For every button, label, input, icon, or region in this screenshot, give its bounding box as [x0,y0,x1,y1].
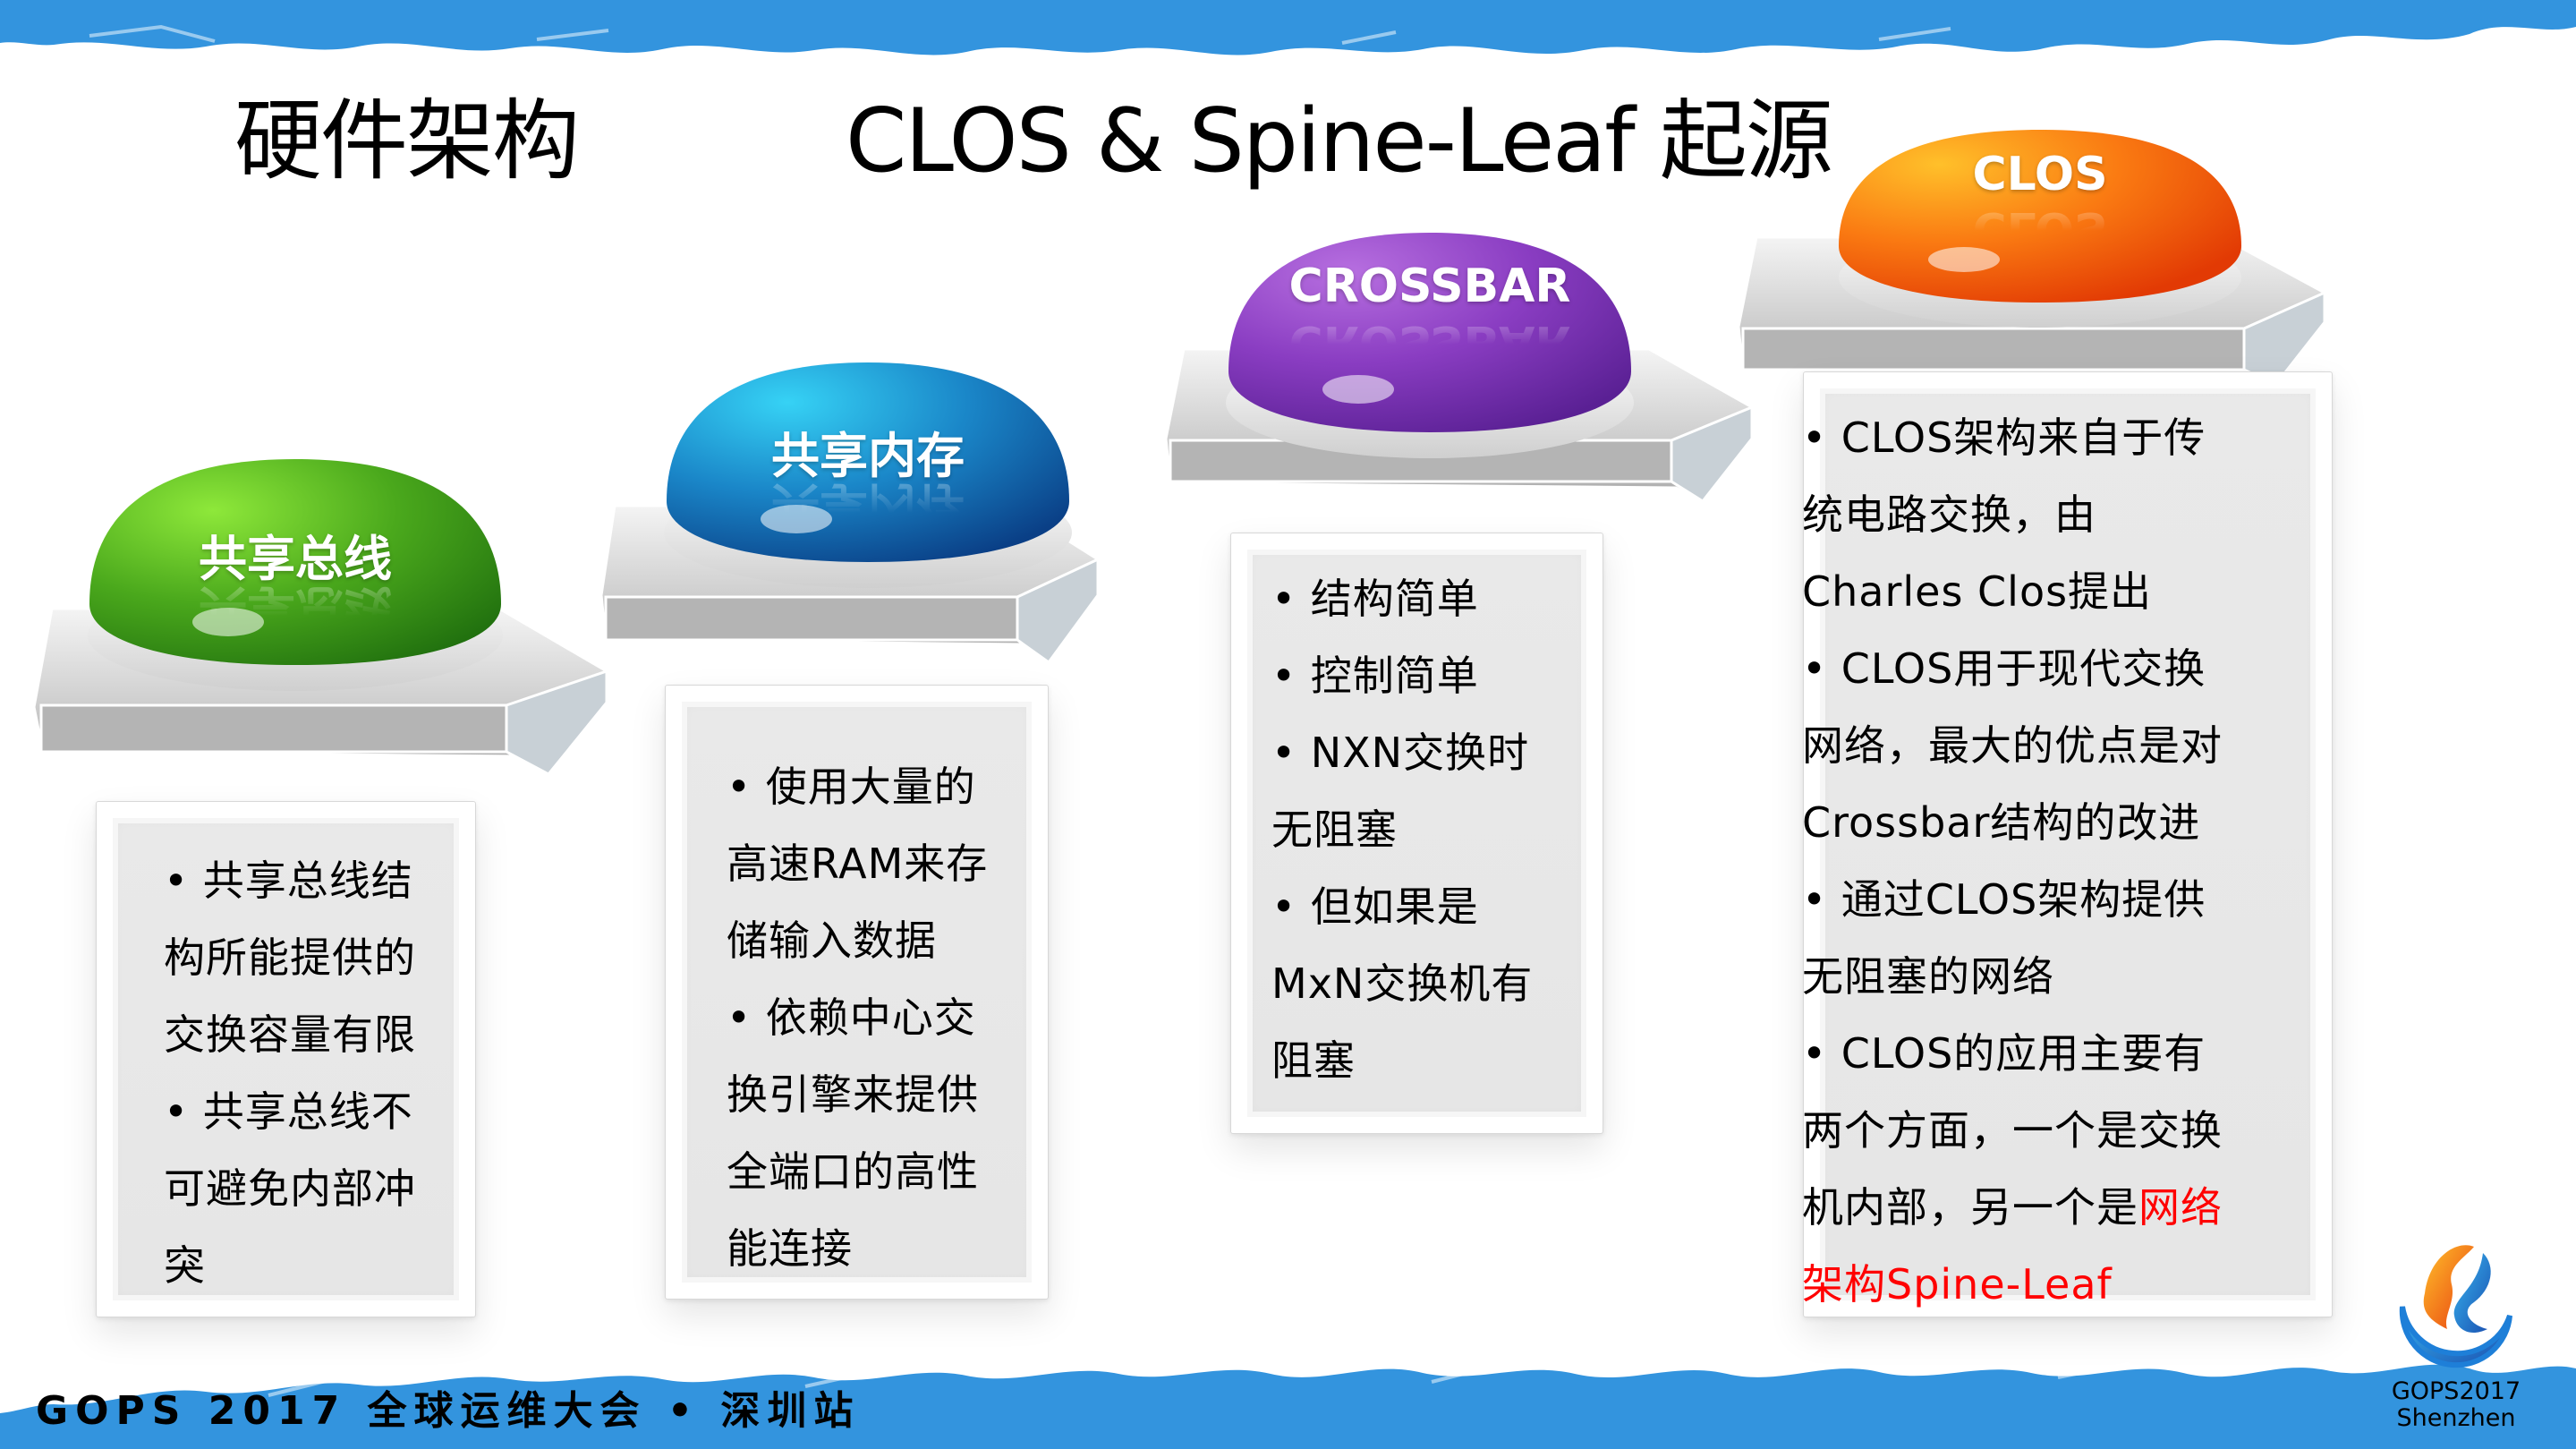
button-label: 共享内存 [771,428,965,484]
text-line: • 依赖中心交 [727,993,976,1042]
text-line: • 共享总线不 [164,1087,413,1136]
text-line: Charles Clos提出 [1802,567,2153,616]
button-label-reflection: CLOS [1972,201,2108,255]
text-box-content: • 使用大量的 高速RAM来存 储输入数据 • 依赖中心交 换引擎来提供 全端口… [727,748,988,1287]
text-segment: 机内部，另一个是 [1802,1183,2138,1232]
text-line: Crossbar结构的改进 [1802,798,2201,847]
text-line: • CLOS用于现代交换 [1802,644,2206,693]
text-line: • CLOS的应用主要有 [1802,1029,2206,1078]
gops-logo-icon [2399,1245,2512,1368]
highlight-text: 网络 [2138,1183,2223,1232]
bottom-brush-banner [0,1361,2576,1449]
text-line: 两个方面，一个是交换 [1802,1106,2223,1155]
text-line: • 控制简单 [1271,652,1479,700]
text-box-inner [682,702,1032,1283]
text-line: 能连接 [727,1224,853,1273]
button-label-reflection: 共享内存 [771,477,965,533]
button-shared-memory[interactable]: 共享内存 共享内存 [662,358,1074,591]
text-line: 无阻塞 [1271,805,1398,854]
text-line: 网络，最大的优点是对 [1802,721,2223,770]
footer-event-name: GOPS 2017 全球运维大会 • 深圳站 [36,1388,861,1434]
button-label: CLOS [1972,148,2108,201]
text-line: • 通过CLOS架构提供 [1802,875,2206,924]
text-box-inner [113,818,459,1300]
text-box-shared-memory: • 使用大量的 高速RAM来存 储输入数据 • 依赖中心交 换引擎来提供 全端口… [665,685,1049,1300]
logo-line-1: GOPS2017 [2391,1377,2521,1405]
text-line: • 使用大量的 [727,763,976,811]
page-title-chinese: 硬件架构 [234,90,580,192]
text-line: 构所能提供的 [164,933,416,982]
text-box-content: • 共享总线结 构所能提供的 交换容量有限 • 共享总线不 可避免内部冲 突 [164,842,416,1304]
button-shared-bus[interactable]: 共享总线 共享总线 [85,452,506,694]
text-line: 无阻塞的网络 [1802,952,2054,1001]
text-line: 统电路交换，由 [1802,490,2096,539]
logo-line-2: Shenzhen [2396,1404,2516,1432]
page-title-clos: CLOS & Spine-Leaf 起源 [846,90,1833,192]
text-line: MxN交换机有 [1271,959,1534,1008]
button-label-reflection: CROSSBAR [1288,315,1571,369]
text-line: 机内部，另一个是网络 [1802,1169,2223,1246]
text-line: 全端口的高性 [727,1147,979,1196]
button-clos[interactable]: CLOS CLOS [1834,125,2246,331]
text-line: 可避免内部冲 [164,1164,416,1213]
text-line: • 结构简单 [1271,575,1479,623]
text-box-shared-bus: • 共享总线结 构所能提供的 交换容量有限 • 共享总线不 可避免内部冲 突 [96,801,476,1317]
text-line: 高速RAM来存 [727,840,989,888]
button-label: 共享总线 [199,531,392,587]
top-brush-banner [0,0,2576,55]
text-line: • 但如果是 [1271,882,1479,931]
button-label-reflection: 共享总线 [199,580,392,636]
text-box-content: • CLOS架构来自于传 统电路交换，由 Charles Clos提出 • CL… [1802,399,2223,1323]
text-line: • 共享总线结 [164,857,413,905]
text-box-clos: • CLOS架构来自于传 统电路交换，由 Charles Clos提出 • CL… [1802,371,2333,1317]
text-line: 阻塞 [1271,1036,1356,1085]
text-line: 交换容量有限 [164,1010,416,1059]
text-line: 换引擎来提供 [727,1070,979,1119]
button-label: CROSSBAR [1288,260,1571,313]
highlight-text-spine-leaf: 架构Spine-Leaf [1802,1260,2113,1308]
text-box-inner [1247,550,1586,1117]
logo-caption: GOPS2017 Shenzhen [2380,1378,2532,1432]
text-line: • NXN交换时 [1271,729,1530,777]
text-line: 储输入数据 [727,916,937,965]
text-line: • CLOS架构来自于传 [1802,413,2206,462]
text-box-inner [1820,388,2316,1300]
button-crossbar[interactable]: CROSSBAR CROSSBAR [1224,228,1636,461]
text-box-crossbar: • 结构简单 • 控制简单 • NXN交换时 无阻塞 • 但如果是 MxN交换机… [1230,533,1603,1134]
text-box-content: • 结构简单 • 控制简单 • NXN交换时 无阻塞 • 但如果是 MxN交换机… [1271,560,1533,1099]
text-line: 突 [164,1241,206,1290]
